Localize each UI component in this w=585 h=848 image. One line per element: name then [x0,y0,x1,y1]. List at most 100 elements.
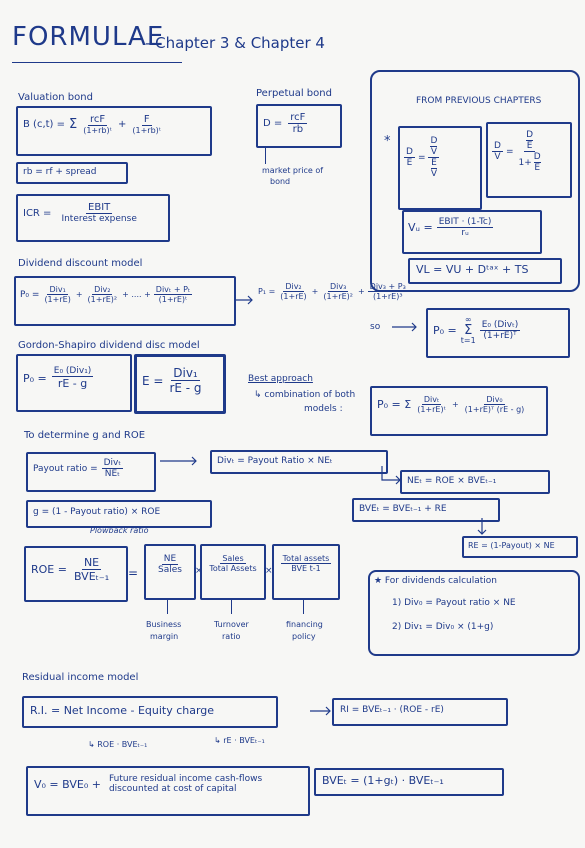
dupont-equals: = [128,566,139,580]
combo-t2-num: Div₀ [484,395,505,405]
page-subtitle: - Chapter 3 & Chapter 4 [145,34,325,52]
e-num: Div₁ [171,366,200,381]
perpetual-note-2: bond [270,177,291,186]
v0-lhs: V₀ = BVE₀ + [34,777,101,791]
perpetual-note-1: market price of [262,166,324,175]
de-top-num: D [430,136,438,147]
roe-num: NE [81,556,102,570]
dv-bot-one: 1+ [518,157,532,168]
valuation-bond-heading: Valuation bond [18,92,93,103]
payout-lhs: Payout ratio = [33,463,98,474]
combo-t2-den: (1+rE)ᵀ (rE - g) [464,405,525,414]
p1-t2-num: Div₃ [328,282,349,292]
vu-num: EBIT · (1-Tc) [436,217,494,228]
label-turnover: Turnover [214,620,249,629]
ddm-t1-num: Div₁ [47,285,68,295]
dupont-times-2: × [265,566,273,576]
star-marker: * [384,134,391,149]
div-eq-box: Divₜ = Payout Ratio × NEₜ [210,450,388,474]
re-eq: RE = (1-Payout) × NE [468,541,555,550]
label-ratio: ratio [222,632,241,641]
d2-den: Total Assets [209,564,257,573]
label-financing: financing [286,620,323,629]
icr-den: Interest expense [61,214,137,224]
dv-top-num: D [526,130,534,141]
ddm-p0: P₀ = [20,289,40,300]
d1-den: Sales [158,565,182,575]
valuation-bond-lhs: B (c,t) = [23,119,65,130]
ddm-t1-den: (1+rE) [44,295,71,304]
v0-line2: discounted at cost of capital [108,784,237,794]
ddm-p1: P₁ = [258,287,276,296]
sum-lower: t=1 [460,336,476,345]
ddm-heading: Dividend discount model [18,258,143,269]
v0-box: V₀ = BVE₀ + Future residual income cash-… [26,766,310,816]
label-margin: margin [150,632,179,641]
ddm-result-box: P₀ = ∞ Σ t=1 E₀ (Divₜ)(1+rE)ᵀ [426,308,570,358]
valuation-bond-box: B (c,t) = Σ rcF(1+rb)ᵗ + F(1+rb)ᵗ [16,106,212,156]
perpetual-den: rb [292,124,304,135]
de-bot-num: E [431,158,437,169]
dv-lhs-den: V [494,152,501,162]
perpetual-pointer [265,146,266,164]
ddm-tn-num: Divₜ + Pₜ [153,285,193,295]
dupont-times-1: × [195,566,203,576]
dv-lhs-num: D [492,141,503,152]
rb-box: rb = rf + spread [16,162,128,184]
ddm-result-num: E₀ (Divₜ) [479,320,521,331]
sum-symbol: Σ [69,117,78,132]
bve-eq-box: BVEₜ = BVEₜ₋₁ + RE [352,498,500,522]
vu-lhs: Vᵤ = [408,221,433,234]
ddm-arrow [234,295,253,305]
bond-term2-den: (1+rb)ᵗ [132,126,162,135]
roe-den: BVEₜ₋₁ [73,570,110,583]
so-arrow [392,322,417,332]
gordon-box: P₀ = E₀ (Div₁)rE - g [16,354,132,412]
d3-num: Total assets [280,554,332,564]
sum-upper: ∞ [464,315,472,324]
p1-t2-den: (1+rE)² [323,292,353,301]
best-approach-heading: Best approach [248,374,313,384]
page-title: FORMULAE [12,22,165,52]
g-box: g = (1 - Payout ratio) × ROE [26,500,212,528]
gordon-heading: Gordon-Shapiro dividend disc model [18,340,200,351]
g-roe-heading: To determine g and ROE [24,430,146,441]
ddm-result-den: (1+rE)ᵀ [483,331,517,341]
p1-t3-den: (1+rE)³ [372,292,403,301]
p1-t1-den: (1+rE) [280,292,307,301]
ne-eq-box: NEₜ = ROE × BVEₜ₋₁ [400,470,550,494]
ri-rhs-box: RI = BVEₜ₋₁ · (ROE - rE) [332,698,508,726]
p1-t1-num: Div₂ [283,282,304,292]
combo-t1-den: (1+rE)ᵗ [417,405,446,414]
re-arrow [477,518,487,535]
g-eq: g = (1 - Payout ratio) × ROE [33,507,161,517]
div-calc-heading: ★ For dividends calculation [374,576,497,586]
ddm-dots: + .... + [122,290,151,299]
bond-term1-num: rcF [88,114,108,126]
result-sum: Σ [464,323,473,338]
bve-growth-box: BVEₜ = (1+gₜ) · BVEₜ₋₁ [314,768,504,796]
so-label: so [370,322,381,332]
margin-pointer [167,600,168,614]
dividends-calc-panel [368,570,580,656]
d2-num: Sales [220,554,246,564]
dv-bot-den: E [534,163,541,173]
title-underline [12,62,182,63]
best-approach-line1: ↳ combination of both [254,390,356,400]
ri-box: R.I. = Net Income - Equity charge [22,696,278,728]
ri-note-charge: ↳ rE · BVEₜ₋₁ [214,736,265,745]
ddm-t2-num: Div₂ [92,285,113,295]
ddm-result-lhs: P₀ = [433,324,457,337]
ri-rhs: RI = BVEₜ₋₁ · (ROE - rE) [340,705,444,715]
perpetual-bond-heading: Perpetual bond [256,88,332,99]
combo-t1-num: Divₜ [421,395,442,405]
ri-eq: R.I. = Net Income - Equity charge [30,704,215,717]
